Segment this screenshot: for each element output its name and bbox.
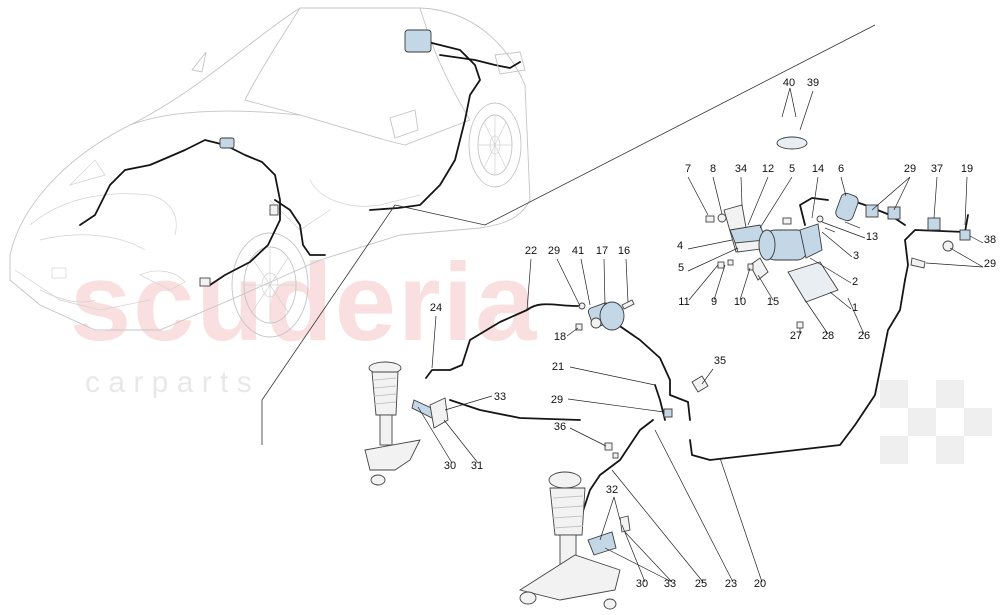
callout-16: 16: [618, 245, 630, 257]
callout-18: 18: [554, 331, 566, 343]
callout-38: 38: [984, 234, 996, 246]
callout-2: 2: [852, 276, 858, 288]
callout-29: 29: [984, 258, 996, 270]
exploded-view-frame: [261, 24, 876, 445]
pump-unit-on-car: [404, 29, 432, 53]
callout-7: 7: [685, 163, 691, 175]
callout-14: 14: [812, 163, 824, 175]
callout-3: 3: [853, 250, 859, 262]
callout-20: 20: [754, 578, 766, 590]
callout-5: 5: [789, 163, 795, 175]
callout-33: 33: [494, 391, 506, 403]
front-suspension-strut: [364, 361, 449, 486]
watermark-brand: scuderia: [70, 241, 538, 364]
diaphragm-disc: [776, 136, 808, 150]
callout-19: 19: [961, 163, 973, 175]
callout-26: 26: [858, 330, 870, 342]
callout-31: 31: [471, 460, 483, 472]
compressor-cluster: [705, 87, 971, 329]
valve-block-cluster: [575, 299, 709, 459]
callout-36: 36: [554, 421, 566, 433]
leader-lines: [417, 90, 984, 583]
callout-39: 39: [807, 77, 819, 89]
callout-32: 32: [606, 484, 618, 496]
watermark: scuderia c a r p a r t s: [70, 241, 992, 464]
callout-17: 17: [596, 245, 608, 257]
callout-29: 29: [904, 163, 916, 175]
callout-10: 10: [734, 296, 746, 308]
callout-34: 34: [735, 163, 747, 175]
callout-11: 11: [678, 296, 689, 308]
callout-22: 22: [525, 245, 537, 257]
callout-35: 35: [714, 355, 726, 367]
callout-9: 9: [711, 296, 717, 308]
callout-33: 33: [664, 578, 676, 590]
callout-25: 25: [695, 578, 707, 590]
callout-12: 12: [762, 163, 774, 175]
mounting-plate: [787, 261, 839, 303]
callout-37: 37: [931, 163, 943, 175]
callout-15: 15: [767, 296, 779, 308]
callout-5: 5: [678, 262, 684, 274]
callout-23: 23: [725, 578, 737, 590]
callout-28: 28: [822, 330, 834, 342]
car-piping: [79, 29, 526, 287]
callout-1: 1: [852, 302, 858, 314]
callout-21: 21: [552, 361, 564, 373]
hydraulic-lines: [425, 197, 969, 521]
callout-29: 29: [548, 245, 560, 257]
callout-24: 24: [430, 302, 442, 314]
callout-6: 6: [838, 163, 844, 175]
callout-labels: 40 39 7 8 34 12 5 14 6 29 37 19 13 38 4 3 29 5 2 11 9 10 15 1 27…: [430, 77, 996, 590]
callout-40: 40: [783, 77, 795, 89]
callout-4: 4: [677, 240, 683, 252]
callout-8: 8: [710, 163, 716, 175]
rear-suspension-strut: [518, 471, 631, 610]
callout-27: 27: [790, 330, 802, 342]
callout-41: 41: [572, 245, 584, 257]
accumulator: [835, 192, 859, 222]
callout-30: 30: [444, 460, 456, 472]
callout-13: 13: [866, 231, 878, 243]
watermark-sub: c a r p a r t s: [85, 366, 252, 399]
callout-30: 30: [636, 578, 648, 590]
callout-29: 29: [551, 394, 563, 406]
